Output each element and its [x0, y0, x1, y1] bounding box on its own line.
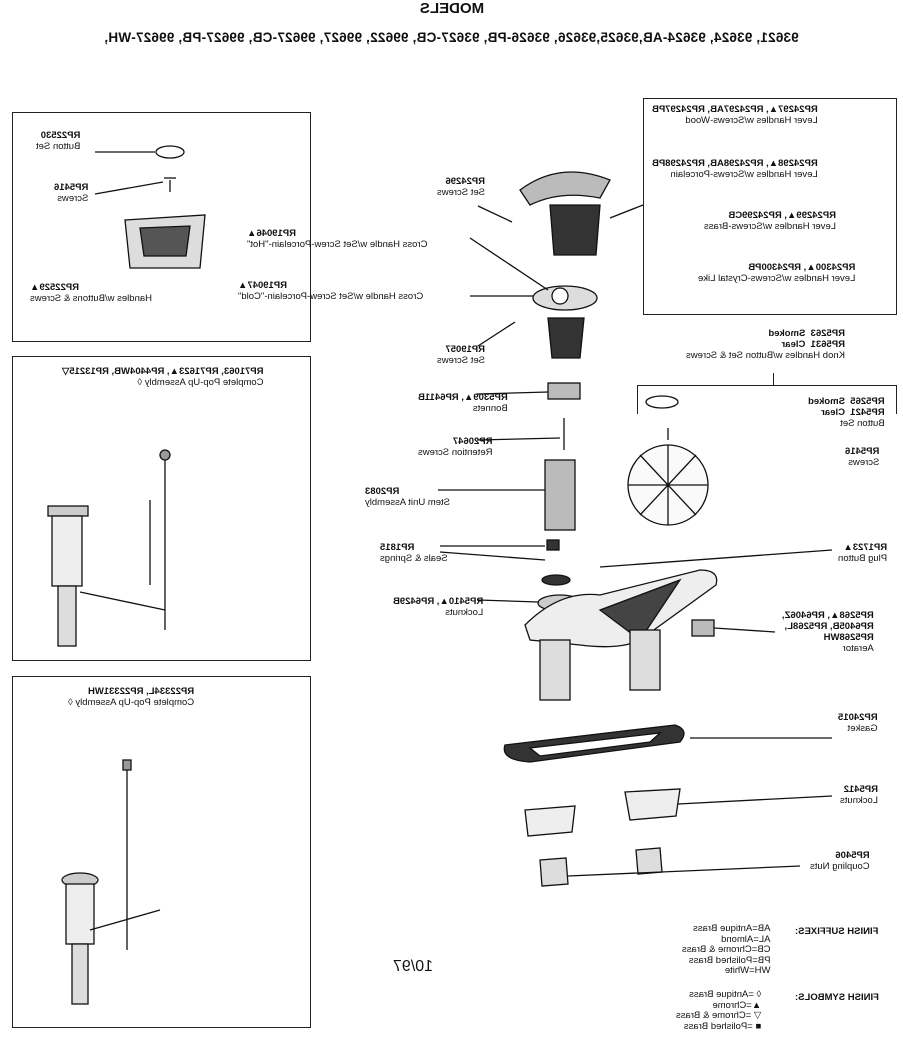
handles-box [12, 112, 311, 342]
coupling-nuts-icon [539, 847, 801, 887]
stem-icon [438, 459, 576, 531]
retention-screw-icon [476, 418, 565, 450]
seals-icon [439, 539, 571, 586]
faucet-body-icon [524, 569, 718, 701]
leader-line [477, 321, 516, 347]
knob-bracket-stem [773, 373, 774, 385]
crystal-knob-icon [627, 395, 709, 526]
lever-handle-icon [519, 171, 644, 256]
cross-handle-icon [469, 237, 598, 359]
knob-bracket [637, 385, 897, 414]
leader-line [477, 205, 513, 223]
screw-icon [164, 177, 176, 192]
popup-assembly-1-icon [47, 449, 171, 647]
popup-box-1 [12, 356, 311, 661]
aerator-icon [691, 619, 776, 637]
button-set-icon [155, 145, 185, 159]
bonnet-icon [476, 382, 581, 400]
popup-assembly-2-icon [61, 759, 161, 1005]
popup-box-2 [12, 676, 311, 1028]
leader-line [599, 549, 833, 568]
lever-box [643, 98, 897, 315]
gasket-icon [503, 724, 832, 763]
leader-line [94, 181, 164, 195]
locknuts-icon [524, 788, 833, 837]
